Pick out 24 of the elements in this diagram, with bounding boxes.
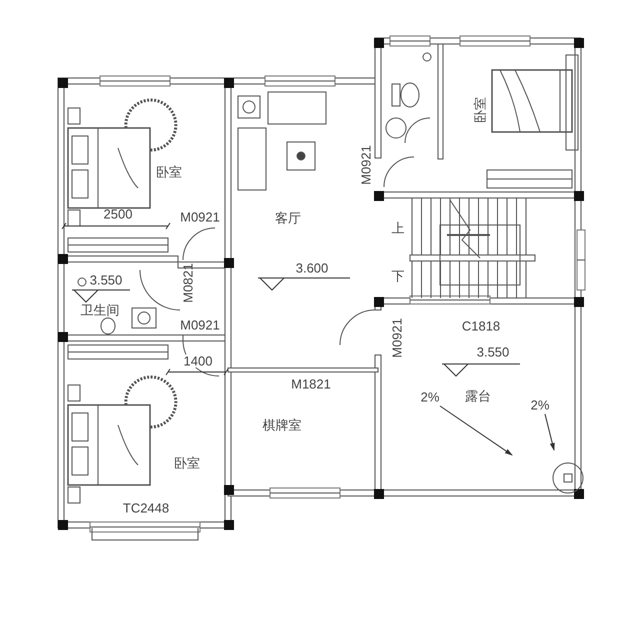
plan-label: 2500 [104,208,132,220]
stair-direction-label: 下 [392,270,404,282]
plan-label: M1821 [291,378,331,390]
plan-label: M0921 [180,210,220,224]
plan-label: 3.550 [476,346,510,358]
plan-label: 棋牌室 [262,418,302,432]
plan-label: 卫生间 [80,304,120,316]
plan-label: 3.600 [296,262,328,274]
plan-label: M0921 [390,318,404,358]
plan-label: 客厅 [275,212,301,224]
plan-label: 2% [420,390,440,404]
plan-label: 2% [530,398,550,412]
plan-label: M0921 [360,145,372,185]
plan-label: 露台 [465,390,491,402]
plan-label: C1818 [462,320,500,332]
plan-label: 卧室 [474,97,486,123]
stair-direction-label: 上 [392,222,404,234]
plan-label: 卧室 [156,166,182,178]
plan-label: M0821 [182,263,194,303]
plan-label: 卧室 [174,456,200,470]
plan-label: 3.550 [90,274,122,286]
plan-label: TC2448 [122,502,170,514]
plan-label: 1400 [184,354,212,368]
plan-label: M0921 [180,318,220,332]
